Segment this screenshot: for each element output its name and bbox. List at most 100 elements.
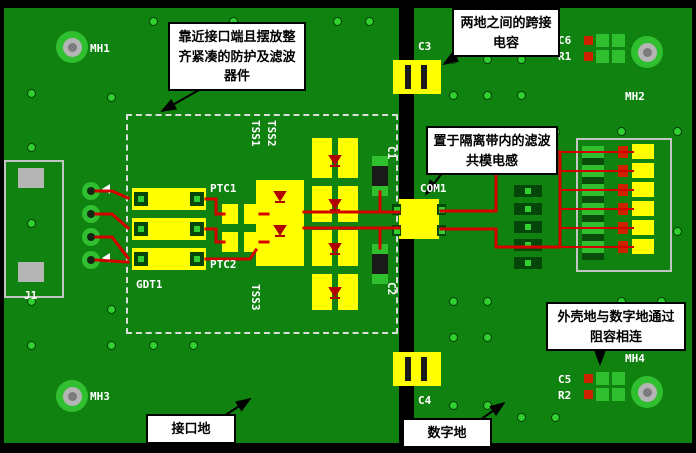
c4-stripe — [405, 357, 411, 381]
mounting-hole-ring — [637, 382, 657, 402]
c5-pad — [584, 374, 593, 383]
gdt1-pad — [134, 252, 148, 266]
via — [517, 413, 526, 422]
label-j1: J1 — [24, 289, 38, 302]
tss2-pad — [338, 138, 358, 178]
c5-pad — [596, 372, 609, 385]
tss3-pad — [338, 274, 358, 310]
gdt1-body — [132, 188, 206, 210]
c1-pad — [372, 186, 388, 196]
gdt1-pad — [190, 222, 204, 236]
com1-pad — [392, 225, 401, 236]
c6-pad — [596, 34, 609, 47]
right-connector-pad — [618, 184, 628, 196]
r1-pad — [612, 50, 625, 63]
r2-pad — [612, 388, 625, 401]
label-c5: C5 — [558, 373, 572, 386]
via — [449, 333, 458, 342]
label-c4: C4 — [418, 394, 432, 407]
j1-shield-pad — [18, 262, 44, 282]
j1-pin-pad — [82, 228, 100, 246]
gdt1-body — [132, 248, 206, 270]
tss-pad — [338, 230, 358, 266]
label-tss3: TSS3 — [249, 284, 262, 311]
mounting-hole-mh3 — [56, 380, 88, 412]
via — [107, 341, 116, 350]
via — [483, 91, 492, 100]
via — [149, 17, 158, 26]
tss-pad — [312, 186, 332, 222]
tss-pad — [338, 186, 358, 222]
mounting-hole-mh4 — [631, 376, 663, 408]
right-connector-pad — [632, 163, 654, 178]
label-r2: R2 — [558, 389, 572, 402]
r1-pad — [584, 52, 593, 61]
pin4-marker — [102, 253, 110, 263]
c1-pad — [372, 156, 388, 166]
mounting-hole-ring — [637, 42, 657, 62]
label-mh1: MH1 — [90, 42, 110, 55]
callout-bridge-capacitor: 两地之间的跨接电容 — [452, 8, 560, 57]
ptc2-pad — [222, 232, 238, 252]
drill-hole — [67, 42, 77, 52]
j1-pin-pad — [82, 205, 100, 223]
via — [27, 143, 36, 152]
gdt1-pad — [190, 252, 204, 266]
r2-pad — [584, 390, 593, 399]
label-mh3: MH3 — [90, 390, 110, 403]
via — [365, 17, 374, 26]
right-connector-pad — [632, 201, 654, 216]
via — [449, 91, 458, 100]
right-connector-pad — [632, 182, 654, 197]
via — [333, 17, 342, 26]
mounting-hole-mh1 — [56, 31, 88, 63]
right-connector-pad — [618, 165, 628, 177]
j1-pin-pad — [82, 182, 100, 200]
via — [27, 89, 36, 98]
j1-pin-pad — [82, 251, 100, 269]
tss-pad — [312, 230, 332, 266]
r2-pad — [596, 388, 609, 401]
gdt1-pad — [134, 192, 148, 206]
callout-digital-ground: 数字地 — [402, 418, 492, 448]
c3-stripe — [421, 65, 427, 89]
j1-connector-outline — [4, 160, 64, 298]
via — [449, 297, 458, 306]
via — [27, 219, 36, 228]
via — [107, 93, 116, 102]
r1-pad — [596, 50, 609, 63]
via — [449, 401, 458, 410]
label-c1: C1 — [385, 146, 398, 160]
label-r1: R1 — [558, 50, 572, 63]
right-connector-pin-slots — [582, 146, 604, 260]
com1-body — [399, 199, 439, 239]
right-connector-pad — [618, 241, 628, 253]
right-connector-outline — [576, 138, 672, 272]
label-c3: C3 — [418, 40, 432, 53]
label-gdt1: GDT1 — [136, 278, 163, 291]
mounting-hole-ring — [62, 37, 82, 57]
via — [189, 341, 198, 350]
right-connector-pad — [618, 222, 628, 234]
c6-pad — [612, 34, 625, 47]
gdt1-pad — [134, 222, 148, 236]
c3-stripe — [405, 65, 411, 89]
gdt1-pad — [190, 192, 204, 206]
label-com1: COM1 — [420, 182, 447, 195]
c1-body — [372, 166, 388, 186]
via — [517, 91, 526, 100]
gdt1-body — [132, 218, 206, 240]
digital-pad — [514, 185, 542, 197]
digital-pad — [514, 239, 542, 251]
via — [483, 401, 492, 410]
c6-pad — [584, 36, 593, 45]
c4-body — [393, 352, 441, 386]
via — [551, 413, 560, 422]
via — [483, 297, 492, 306]
c3-body — [393, 60, 441, 94]
c2-pad — [372, 244, 388, 254]
label-c6: C6 — [558, 34, 572, 47]
digital-pad — [514, 257, 542, 269]
c2-pad — [372, 274, 388, 284]
com1-pad — [437, 225, 446, 236]
